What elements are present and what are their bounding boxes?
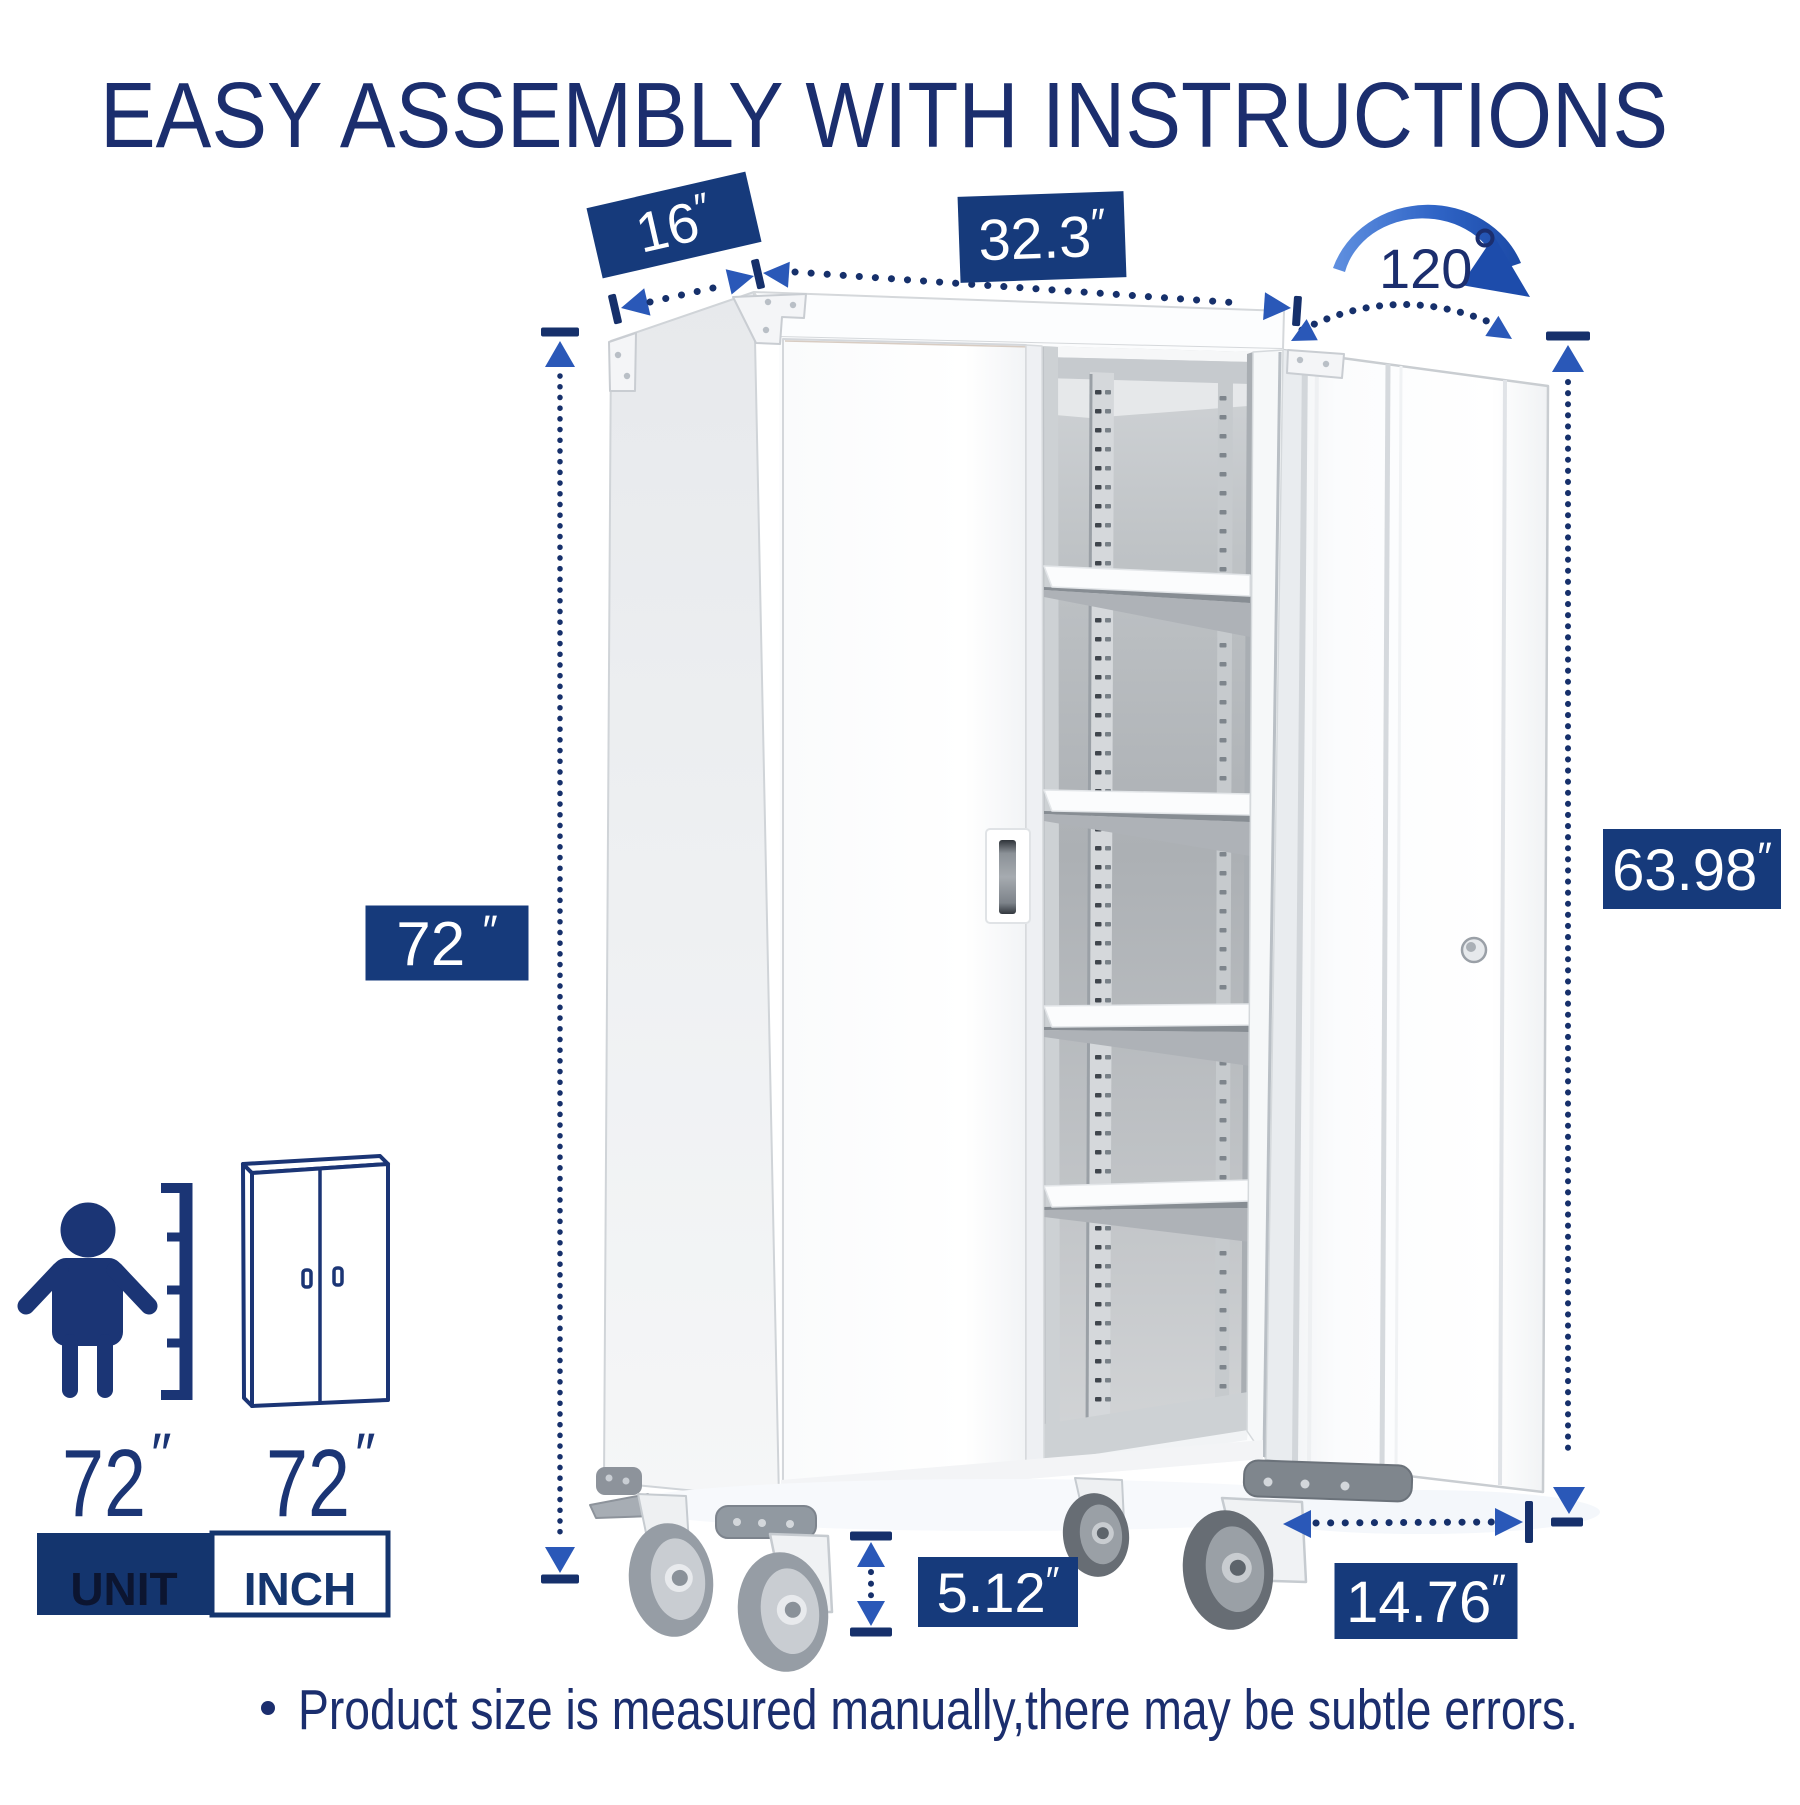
svg-text:″: ″ bbox=[151, 1422, 172, 1487]
svg-text:UNIT: UNIT bbox=[70, 1563, 177, 1615]
svg-text:INCH: INCH bbox=[244, 1563, 356, 1615]
svg-text:EASY ASSEMBLY WITH INSTRUCTION: EASY ASSEMBLY WITH INSTRUCTIONS bbox=[100, 63, 1668, 167]
svg-text:14.76″: 14.76″ bbox=[1346, 1566, 1506, 1635]
svg-text:72: 72 bbox=[62, 1430, 146, 1537]
svg-text:Product size is measured manua: Product size is measured manually,there … bbox=[298, 1678, 1578, 1742]
svg-text:″: ″ bbox=[355, 1422, 376, 1487]
svg-text:32.3″: 32.3″ bbox=[977, 200, 1107, 273]
svg-text:5.12″: 5.12″ bbox=[937, 1560, 1060, 1624]
svg-text:72 ″: 72 ″ bbox=[396, 907, 497, 979]
svg-text:120: 120 bbox=[1379, 237, 1472, 300]
svg-text:63.98″: 63.98″ bbox=[1612, 834, 1772, 903]
svg-text:72: 72 bbox=[266, 1430, 350, 1537]
